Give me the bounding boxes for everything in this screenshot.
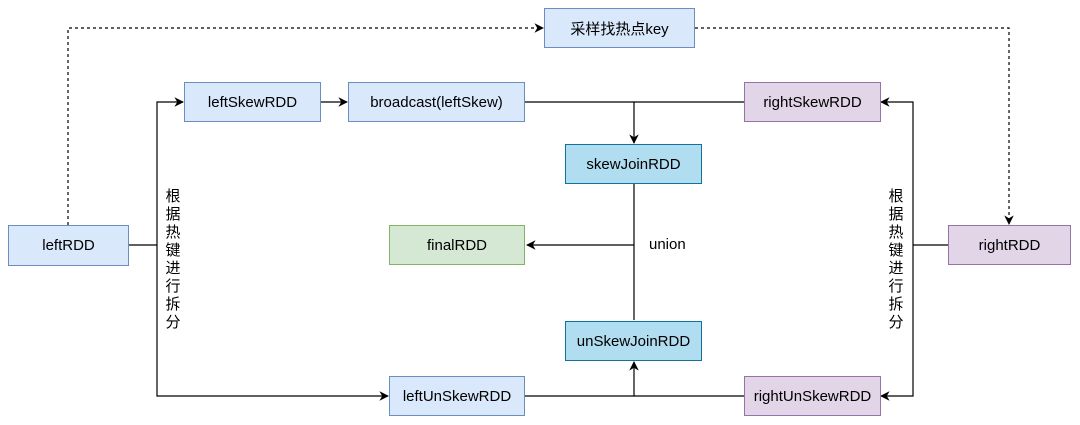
sample-hot-key-node: 采样找热点key	[544, 8, 695, 48]
union-label: union	[645, 236, 690, 253]
edge-right-split-down	[880, 245, 914, 401]
edge-broadcast-to-skewjoin	[525, 101, 639, 144]
left-rdd-node: leftRDD	[8, 225, 129, 266]
split-left-label: 根据热键进行拆分	[163, 188, 183, 332]
left-skew-rdd-node: leftSkewRDD	[184, 82, 321, 122]
split-right-label: 根据热键进行拆分	[886, 188, 906, 332]
edge-left-split-down	[156, 245, 389, 401]
edge-leftunskew-to-unskewjoin	[525, 361, 639, 397]
right-skew-rdd-node: rightSkewRDD	[744, 82, 881, 122]
broadcast-left-skew-node: broadcast(leftSkew)	[348, 82, 525, 122]
skew-join-rdd-node: skewJoinRDD	[565, 144, 702, 184]
final-rdd-node: finalRDD	[389, 225, 525, 265]
edge-left-split-up	[156, 97, 184, 245]
edge-left-to-sample	[67, 23, 544, 225]
right-rdd-node: rightRDD	[948, 225, 1071, 265]
edge-sample-to-right	[695, 27, 1014, 225]
left-un-skew-rdd-node: leftUnSkewRDD	[389, 376, 525, 416]
edge-right-split-up	[880, 97, 914, 245]
right-un-skew-rdd-node: rightUnSkewRDD	[744, 376, 881, 416]
un-skew-join-rdd-node: unSkewJoinRDD	[565, 321, 702, 361]
